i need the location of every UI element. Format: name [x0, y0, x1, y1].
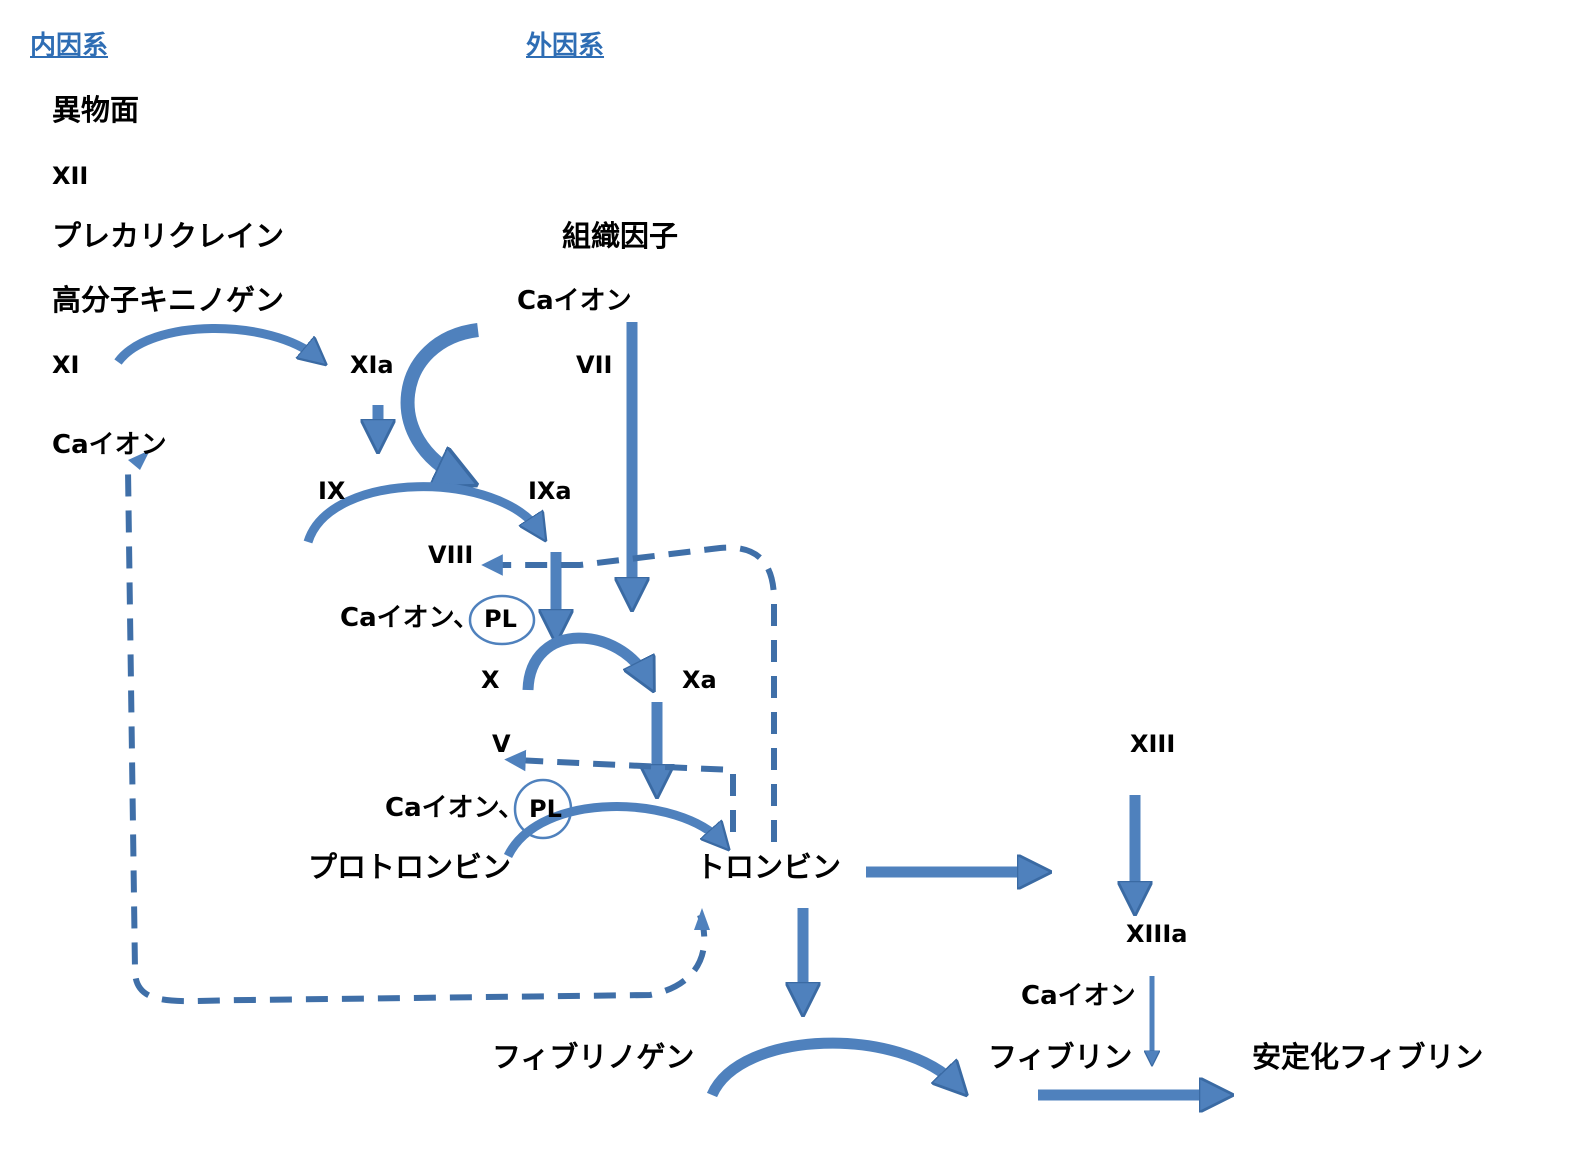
dashed-thrombin-to-v: [504, 749, 736, 832]
pl-label-2: PL: [529, 795, 562, 823]
dashed-arrowhead-thrombin: [694, 908, 710, 930]
arrow-x-to-xa: [522, 632, 648, 690]
stable-fibrin-label: 安定化フィブリン: [1252, 1040, 1484, 1074]
factor-xiii-label: XIII: [1130, 730, 1176, 758]
extrinsic-ca-ion-label: Caイオン: [517, 286, 632, 316]
pl-circle-1: [468, 594, 536, 646]
factor-ix-label: IX: [318, 477, 346, 505]
thrombin-label: トロンビン: [696, 850, 842, 884]
factor-vii-label: VII: [576, 351, 613, 379]
dashed-arrowhead-ca: [128, 450, 150, 470]
factor-xi-label: XI: [52, 351, 80, 379]
intrinsic-header[interactable]: 内因系: [30, 31, 109, 61]
prekallikrein-label: プレカリクレイン: [52, 219, 285, 253]
pl-circle-2: [513, 778, 573, 840]
arrow-fibrinogen-to-fibrin: [706, 1037, 958, 1095]
intrinsic-ca-ion-label: Caイオン: [52, 430, 167, 460]
arrow-xi-to-xia: [114, 324, 318, 362]
extrinsic-header[interactable]: 外因系: [526, 31, 605, 61]
factor-v-label: V: [492, 730, 511, 758]
hmw-kininogen-label: 高分子キニノゲン: [52, 283, 285, 317]
common-ca-ion-label: Caイオン: [1021, 981, 1136, 1011]
arrow-prothrombin-to-thrombin: [503, 802, 722, 859]
factor-xii-label: XII: [52, 162, 89, 190]
dashed-thrombin-to-viii: [481, 544, 777, 842]
ca-ion-pl-label-2: Caイオン、: [385, 793, 525, 823]
factor-xa-label: Xa: [682, 666, 717, 694]
pl-label-1: PL: [484, 605, 517, 633]
foreign-surface-label: 異物面: [52, 93, 140, 127]
factor-ixa-label: IXa: [528, 477, 572, 505]
arrow-ix-to-ixa: [303, 482, 540, 542]
ca-ion-pl-label-1: Caイオン、: [340, 603, 480, 633]
arrow-extrinsic-curve-to-ixa: [400, 323, 478, 478]
factor-xiiia-label: XIIIa: [1126, 920, 1188, 948]
dashed-thrombin-to-ca: [125, 469, 708, 1005]
fibrin-label: フィブリン: [988, 1040, 1133, 1074]
factor-xia-label: XIa: [350, 351, 394, 379]
factor-viii-label: VIII: [428, 541, 474, 569]
fibrinogen-label: フィブリノゲン: [492, 1040, 695, 1074]
prothrombin-label: プロトロンビン: [308, 850, 512, 884]
tissue-factor-label: 組織因子: [562, 219, 679, 253]
factor-x-label: X: [481, 666, 500, 694]
